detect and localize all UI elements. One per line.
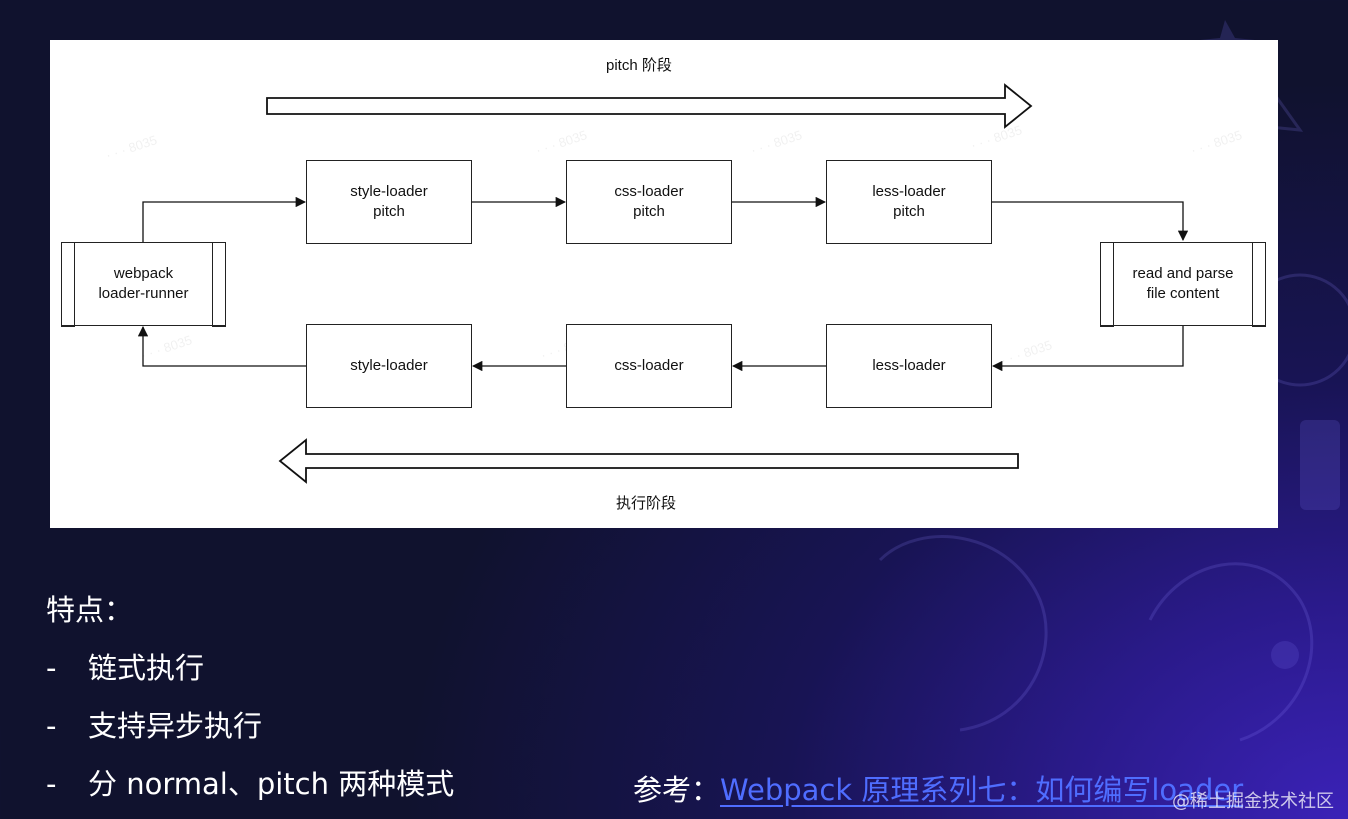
node-css-loader-pitch-line1: css-loader bbox=[614, 183, 684, 200]
node-style-loader-pitch-line2: pitch bbox=[373, 203, 405, 220]
feature-item: -链式执行 bbox=[46, 648, 454, 688]
node-css-loader-pitch-line2: pitch bbox=[633, 203, 665, 220]
feature-dash: - bbox=[46, 709, 57, 743]
feature-dash: - bbox=[46, 651, 57, 685]
node-read-and-parse: read and parse file content bbox=[1100, 241, 1266, 327]
node-read-and-parse-line2: file content bbox=[1146, 285, 1220, 302]
connector-read-to-less-normal bbox=[991, 325, 1184, 372]
node-loader-runner: webpack loader-runner bbox=[61, 241, 226, 327]
pitch-phase-arrow bbox=[266, 83, 1033, 129]
node-css-loader: css-loader bbox=[566, 324, 732, 408]
node-loader-runner-line1: webpack bbox=[113, 265, 174, 282]
node-less-loader-pitch: less-loader pitch bbox=[826, 160, 992, 244]
node-css-loader-label: css-loader bbox=[614, 357, 684, 374]
features-list: 特点： -链式执行 -支持异步执行 -分 normal、pitch 两种模式 bbox=[46, 590, 454, 819]
site-watermark: @稀土掘金技术社区 bbox=[1172, 791, 1334, 812]
node-style-loader-pitch: style-loader pitch bbox=[306, 160, 472, 244]
feature-text: 支持异步执行 bbox=[88, 709, 263, 743]
feature-text: 链式执行 bbox=[88, 651, 205, 685]
pitch-phase-label: pitch 阶段 bbox=[606, 57, 672, 74]
node-less-loader-pitch-line2: pitch bbox=[893, 203, 925, 220]
node-less-loader: less-loader bbox=[826, 324, 992, 408]
reference-link[interactable]: Webpack 原理系列七：如何编写loader bbox=[720, 773, 1244, 807]
node-style-loader-pitch-line1: style-loader bbox=[350, 183, 428, 200]
node-css-loader-pitch: css-loader pitch bbox=[566, 160, 732, 244]
reference-prefix: 参考： bbox=[633, 773, 721, 807]
loader-flow-diagram: · · · 8035 · · · 8035 · · · 8035 · · · 8… bbox=[50, 40, 1278, 528]
node-style-loader-label: style-loader bbox=[350, 357, 428, 374]
feature-dash: - bbox=[46, 767, 57, 801]
execution-phase-label: 执行阶段 bbox=[616, 495, 677, 512]
node-less-loader-pitch-line1: less-loader bbox=[872, 183, 946, 200]
node-read-and-parse-line1: read and parse bbox=[1132, 265, 1234, 282]
connector-less-pitch-to-read bbox=[991, 201, 1189, 242]
node-less-loader-label: less-loader bbox=[872, 357, 946, 374]
node-style-loader: style-loader bbox=[306, 324, 472, 408]
diagram-connectors bbox=[137, 83, 1189, 484]
execution-phase-arrow bbox=[278, 438, 1019, 484]
feature-text: 分 normal、pitch 两种模式 bbox=[88, 767, 455, 801]
reference-line: 参考：Webpack 原理系列七：如何编写loader bbox=[633, 770, 1243, 810]
features-heading: 特点： bbox=[46, 593, 134, 627]
connector-style-normal-to-runner bbox=[137, 325, 306, 367]
feature-item: -支持异步执行 bbox=[46, 706, 454, 746]
node-loader-runner-line2: loader-runner bbox=[98, 285, 189, 302]
connector-runner-to-style-pitch bbox=[142, 196, 307, 242]
feature-item: -分 normal、pitch 两种模式 bbox=[46, 764, 454, 804]
